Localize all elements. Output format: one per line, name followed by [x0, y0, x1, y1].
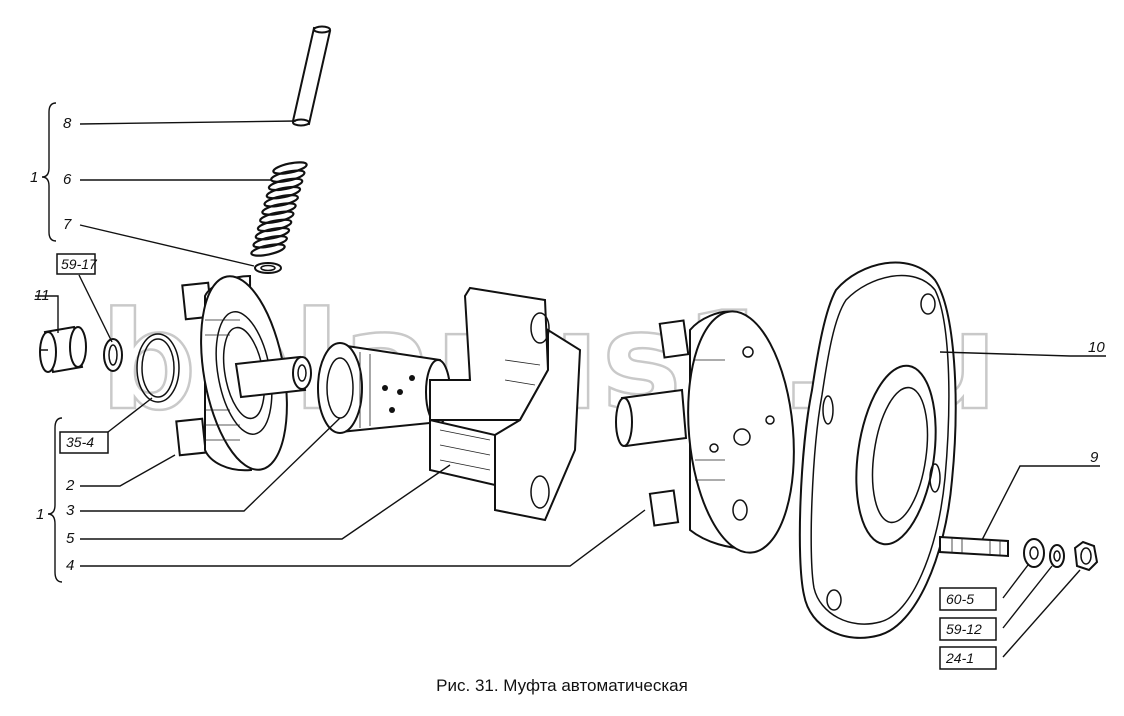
washer-part-7 [254, 262, 282, 274]
spring-coil [263, 194, 299, 208]
pin-part-8 [291, 25, 332, 127]
callout-9: 9 [1090, 449, 1099, 466]
callout-6: 6 [63, 171, 72, 188]
bushing-part-11 [39, 325, 87, 374]
spring-coil [250, 243, 286, 257]
ref-box-60-5: 60-5 [939, 587, 997, 611]
figure-caption: Рис. 31. Муфта автоматическая [436, 676, 688, 695]
ref-59-12: 59-12 [946, 621, 982, 637]
cam-housing-part-5 [429, 286, 582, 522]
spring-coil [256, 218, 293, 233]
ref-59-17: 59-17 [61, 256, 98, 272]
lock-washer-59-17 [103, 338, 123, 372]
spring-part-6 [250, 161, 308, 257]
spring-coil [261, 202, 297, 216]
spring-coil [259, 210, 295, 224]
callout-1-bottom: 1 [36, 506, 44, 523]
spring-coil [252, 235, 288, 249]
callout-2: 2 [65, 477, 75, 494]
callout-5: 5 [66, 530, 75, 547]
stud-part-9 [939, 535, 1009, 558]
ref-box-59-17: 59-17 [56, 253, 98, 275]
washer-60-5 [1023, 538, 1045, 568]
spring-coil [272, 161, 308, 175]
ref-box-24-1: 24-1 [939, 646, 997, 670]
ref-35-4: 35-4 [66, 434, 94, 450]
spring-coil [267, 177, 304, 192]
callout-1-top: 1 [30, 169, 38, 186]
brace-bottom [47, 417, 63, 583]
callout-11: 11 [34, 287, 50, 304]
ref-box-35-4: 35-4 [59, 431, 109, 454]
callout-10: 10 [1088, 339, 1105, 356]
nut-24-1 [1073, 540, 1099, 572]
ref-24-1: 24-1 [945, 650, 974, 666]
spring-coil [254, 226, 291, 241]
callout-8: 8 [63, 115, 72, 132]
callout-3: 3 [66, 502, 75, 519]
spring-coil [265, 185, 302, 200]
half-coupling-part-4 [615, 310, 795, 554]
flange-housing-part-10 [798, 261, 957, 639]
callout-7: 7 [63, 216, 72, 233]
brace-top [41, 102, 57, 242]
ref-60-5: 60-5 [946, 591, 974, 607]
spring-washer-59-12 [1049, 544, 1065, 568]
ref-box-59-12: 59-12 [939, 617, 997, 641]
callout-4: 4 [66, 557, 74, 574]
leader-lines [35, 120, 1106, 658]
shaft-stub [234, 355, 312, 399]
snap-ring-35-4 [136, 333, 180, 403]
